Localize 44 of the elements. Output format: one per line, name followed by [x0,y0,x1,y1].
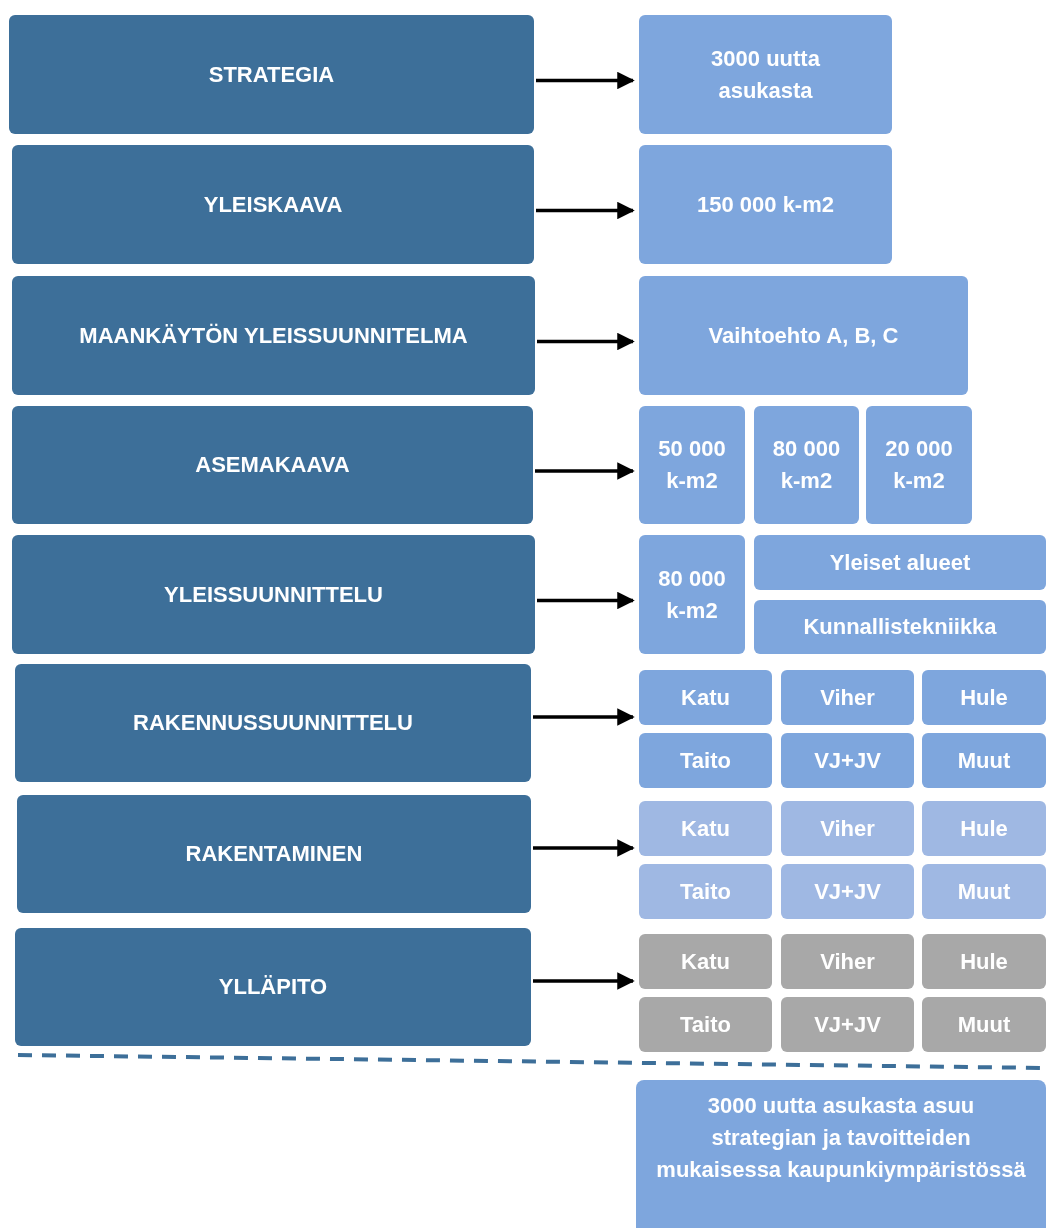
target-box: Yleiset alueet [754,535,1046,590]
arrow [537,591,635,610]
stage-box: MAANKÄYTÖN YLEISSUUNNITELMA [12,276,535,395]
arrow [533,708,635,726]
arrow [533,972,635,990]
target-box: 3000 uutta asukasta asuu strategian ja tavoitteiden mukaisessa kaupunkiympäristössä [636,1080,1046,1228]
target-box: Hule [922,934,1046,989]
target-box: 80 000 k-m2 [639,535,745,654]
target-box: Muut [922,997,1046,1052]
target-box: Vaihtoehto A, B, C [639,276,968,395]
target-box: 150 000 k-m2 [639,145,892,264]
target-box: 3000 uutta asukasta [639,15,892,134]
target-box: Muut [922,864,1046,919]
arrow [533,839,635,857]
stage-box: RAKENTAMINEN [17,795,531,913]
target-box: Taito [639,864,772,919]
target-box: Taito [639,733,772,788]
stage-box: STRATEGIA [9,15,534,134]
target-box: Katu [639,934,772,989]
target-box: Hule [922,670,1046,725]
arrow [537,332,635,351]
target-box: Muut [922,733,1046,788]
target-box: Taito [639,997,772,1052]
target-box: Kunnallistekniikka [754,600,1046,654]
target-box: Katu [639,670,772,725]
target-box: Viher [781,670,914,725]
target-box: Katu [639,801,772,856]
stage-box: YLLÄPITO [15,928,531,1046]
stage-box: YLEISKAAVA [12,145,534,264]
target-box: Viher [781,801,914,856]
target-box: 20 000 k-m2 [866,406,972,524]
arrow [536,71,635,90]
target-box: 50 000 k-m2 [639,406,745,524]
stage-box: RAKENNUSSUUNNITTELU [15,664,531,782]
target-box: Viher [781,934,914,989]
target-box: Hule [922,801,1046,856]
stage-box: ASEMAKAAVA [12,406,533,524]
target-box: VJ+JV [781,864,914,919]
arrow [535,462,635,480]
arrow [536,201,635,220]
target-box: VJ+JV [781,997,914,1052]
stage-box: YLEISSUUNNITTELU [12,535,535,654]
target-box: VJ+JV [781,733,914,788]
target-box: 80 000 k-m2 [754,406,859,524]
